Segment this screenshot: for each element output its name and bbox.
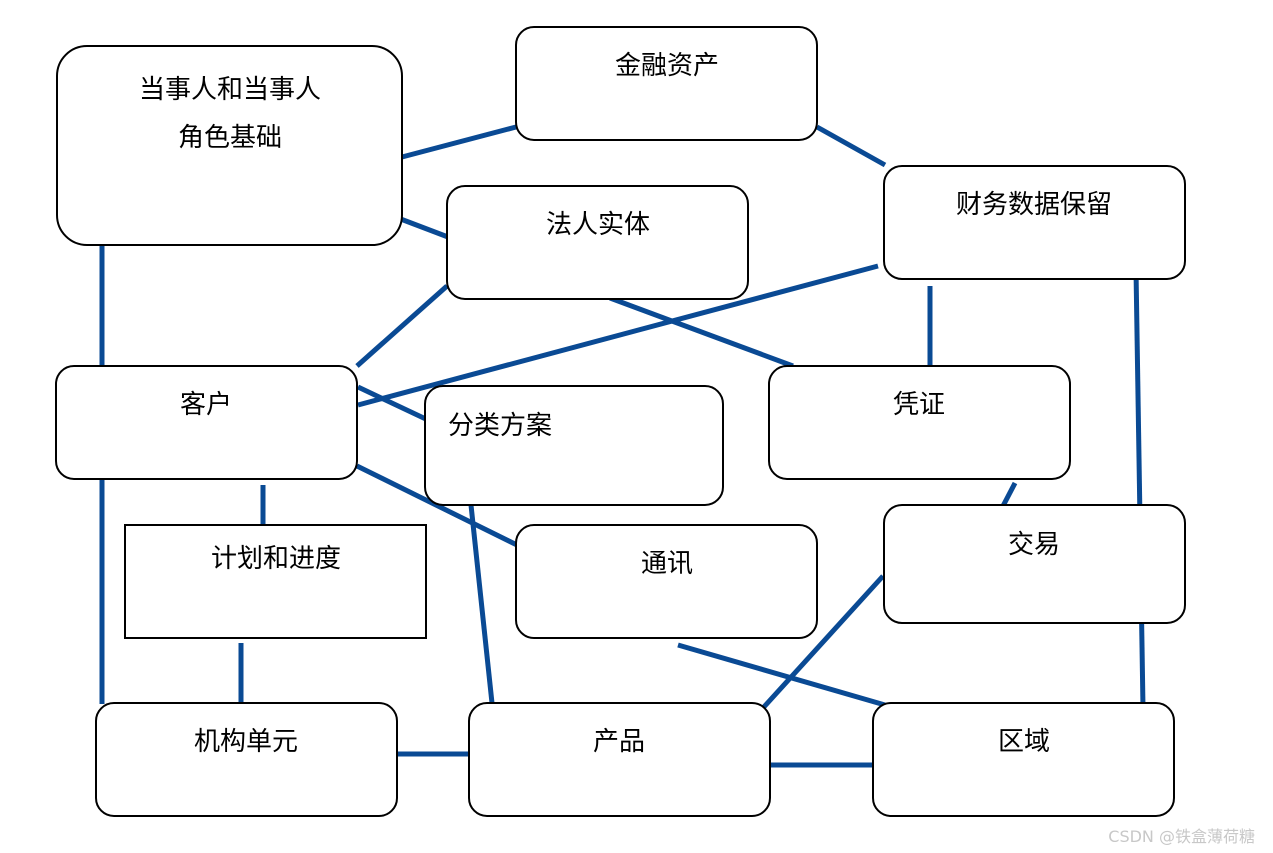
- connector-voucher-transaction: [1000, 481, 1018, 508]
- node-region-label: 区域: [998, 727, 1050, 757]
- node-org-unit: 机构单元: [95, 702, 398, 817]
- connector-data-retention-customer: [357, 263, 879, 408]
- node-transaction-box: [883, 504, 1186, 624]
- connector-data-retention-region: [1133, 269, 1146, 709]
- node-transaction: 交易: [883, 504, 1186, 624]
- node-voucher-box: [768, 365, 1071, 480]
- node-plan-and-progress: 计划和进度: [124, 524, 427, 639]
- node-classification-scheme: 分类方案: [424, 385, 724, 506]
- node-org-unit-label: 机构单元: [194, 727, 298, 757]
- node-legal-entity: 法人实体: [446, 185, 749, 300]
- connector-classification-product: [468, 504, 495, 704]
- node-customer: 客户: [55, 365, 358, 480]
- node-plan-and-progress-box: [124, 524, 427, 639]
- node-communication-label: 通讯: [641, 549, 693, 579]
- node-party-box: [56, 45, 403, 246]
- connector-communication-region: [677, 642, 886, 708]
- node-voucher-label: 凭证: [893, 390, 945, 420]
- connector-party-financial-assets: [401, 124, 517, 160]
- node-product-label: 产品: [593, 727, 645, 757]
- node-voucher: 凭证: [768, 365, 1071, 480]
- node-financial-data-retention-label: 财务数据保留: [956, 190, 1112, 220]
- node-financial-assets-label: 金融资产: [615, 51, 719, 81]
- node-financial-data-retention-box: [883, 165, 1186, 280]
- node-classification-scheme-label: 分类方案: [448, 411, 552, 441]
- node-product-box: [468, 702, 771, 817]
- node-communication-box: [515, 524, 818, 639]
- node-region: 区域: [872, 702, 1175, 817]
- node-party-label-line2: 角色基础: [178, 123, 282, 153]
- connector-financial-assets-data-retention: [815, 124, 887, 168]
- connector-legal-entity-customer: [355, 284, 449, 368]
- connectors: [99, 124, 1146, 768]
- node-customer-label: 客户: [180, 390, 232, 420]
- node-transaction-label: 交易: [1008, 530, 1060, 560]
- node-party: 当事人和当事人 角色基础: [56, 45, 403, 246]
- node-org-unit-box: [95, 702, 398, 817]
- node-financial-assets: 金融资产: [515, 26, 818, 141]
- node-product: 产品: [468, 702, 771, 817]
- node-legal-entity-box: [446, 185, 749, 300]
- connector-customer-classification: [356, 384, 432, 424]
- node-customer-box: [55, 365, 358, 480]
- watermark: CSDN @铁盒薄荷糖: [1108, 827, 1255, 846]
- node-financial-assets-box: [515, 26, 818, 141]
- node-party-label-line1: 当事人和当事人: [139, 75, 321, 105]
- connector-party-legal-entity: [397, 215, 449, 240]
- node-classification-scheme-box: [424, 385, 724, 506]
- connector-customer-communication: [355, 463, 519, 548]
- connector-transaction-product: [761, 574, 885, 710]
- node-financial-data-retention: 财务数据保留: [883, 165, 1186, 280]
- node-legal-entity-label: 法人实体: [546, 210, 650, 240]
- node-plan-and-progress-label: 计划和进度: [211, 544, 341, 574]
- node-communication: 通讯: [515, 524, 818, 639]
- node-region-box: [872, 702, 1175, 817]
- connector-legal-entity-voucher: [609, 295, 794, 369]
